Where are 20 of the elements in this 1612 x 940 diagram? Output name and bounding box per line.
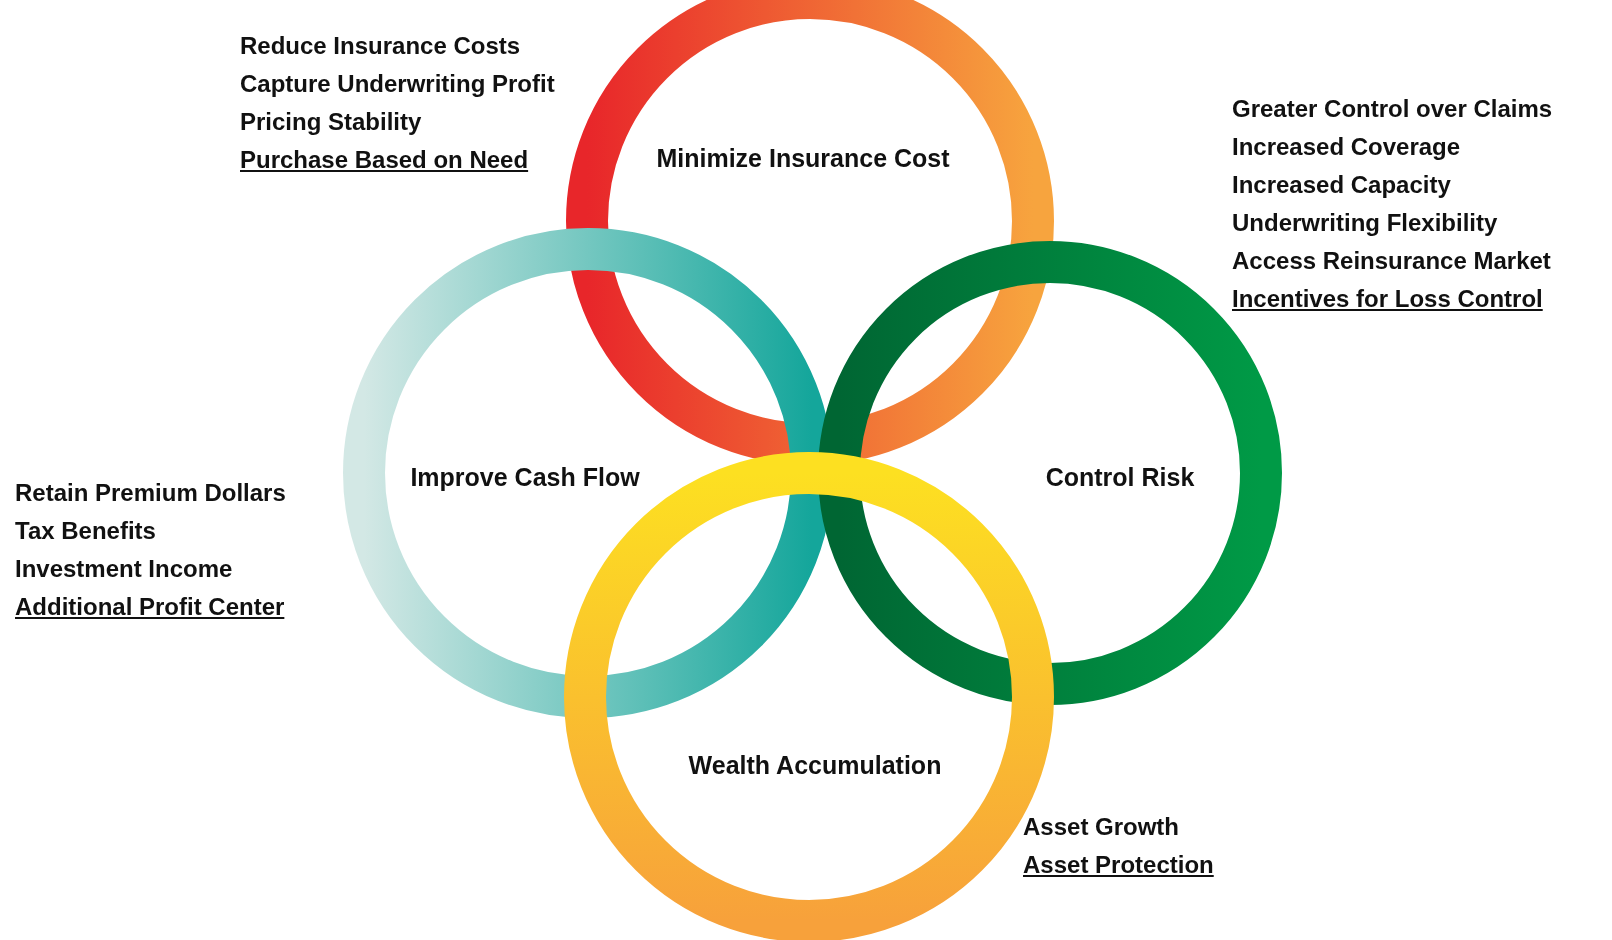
list-item: Investment Income bbox=[15, 554, 233, 584]
list-item: Pricing Stability bbox=[240, 107, 422, 137]
list-item: Purchase Based on Need bbox=[240, 145, 529, 175]
list-item: Asset Growth bbox=[1023, 812, 1180, 842]
ring-title: Improve Cash Flow bbox=[410, 462, 640, 492]
list-item: Increased Capacity bbox=[1232, 170, 1451, 200]
list-item: Incentives for Loss Control bbox=[1232, 284, 1543, 314]
list-item: Greater Control over Claims bbox=[1232, 94, 1553, 124]
ring-title: Minimize Insurance Cost bbox=[656, 143, 950, 173]
list-item: Additional Profit Center bbox=[15, 592, 285, 622]
list-item: Access Reinsurance Market bbox=[1232, 246, 1551, 276]
list-item: Capture Underwriting Profit bbox=[240, 69, 555, 99]
list-item: Reduce Insurance Costs bbox=[240, 31, 521, 61]
list-item: Retain Premium Dollars bbox=[15, 478, 286, 508]
list-item: Increased Coverage bbox=[1232, 132, 1461, 162]
list-item: Asset Protection bbox=[1023, 850, 1214, 880]
list-item: Tax Benefits bbox=[15, 516, 156, 546]
ring-title: Control Risk bbox=[1045, 462, 1195, 492]
ring-title: Wealth Accumulation bbox=[688, 750, 942, 780]
list-item: Underwriting Flexibility bbox=[1232, 208, 1498, 238]
